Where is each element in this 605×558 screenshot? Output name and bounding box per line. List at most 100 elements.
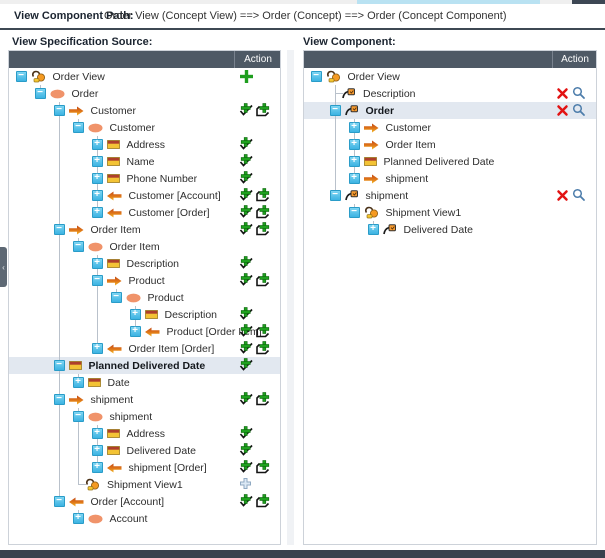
tree-row[interactable]: −Shipment View1 bbox=[304, 204, 596, 221]
tree-row[interactable]: +Order Item [Order] bbox=[9, 340, 280, 357]
expand-icon[interactable]: + bbox=[348, 122, 360, 133]
collapse-icon[interactable]: − bbox=[91, 275, 103, 286]
tree-row[interactable]: −Customer bbox=[9, 102, 280, 119]
collapse-icon[interactable]: − bbox=[348, 207, 360, 218]
map-add-icon[interactable] bbox=[239, 137, 253, 151]
expand-icon[interactable]: + bbox=[348, 173, 360, 184]
map-add-icon[interactable] bbox=[239, 426, 253, 440]
expand-icon[interactable]: + bbox=[91, 343, 103, 354]
map-add-all-icon[interactable] bbox=[256, 222, 270, 236]
tree-row[interactable]: −Product bbox=[9, 289, 280, 306]
collapse-icon[interactable]: − bbox=[310, 71, 322, 82]
map-add-icon[interactable] bbox=[239, 171, 253, 185]
collapse-icon[interactable]: − bbox=[329, 190, 341, 201]
tree-row[interactable]: −Product bbox=[9, 272, 280, 289]
expand-icon[interactable]: + bbox=[72, 377, 84, 388]
inspect-icon[interactable] bbox=[572, 188, 586, 202]
expand-icon[interactable]: + bbox=[91, 445, 103, 456]
add-view-icon[interactable] bbox=[239, 477, 252, 490]
collapse-icon[interactable]: − bbox=[53, 496, 65, 507]
tree-row[interactable]: −Customer bbox=[9, 119, 280, 136]
tree-row[interactable]: +Customer [Account] bbox=[9, 187, 280, 204]
delete-icon[interactable] bbox=[556, 189, 569, 202]
tree-row[interactable]: +Date bbox=[9, 374, 280, 391]
sidebar-collapse-handle[interactable]: ‹ bbox=[0, 247, 7, 287]
expand-icon[interactable]: + bbox=[91, 207, 103, 218]
map-add-all-icon[interactable] bbox=[256, 392, 270, 406]
map-add-icon[interactable] bbox=[239, 205, 253, 219]
collapse-icon[interactable]: − bbox=[329, 105, 341, 116]
expand-icon[interactable]: + bbox=[348, 139, 360, 150]
map-add-icon[interactable] bbox=[239, 324, 253, 338]
map-add-icon[interactable] bbox=[239, 443, 253, 457]
expand-icon[interactable]: + bbox=[91, 428, 103, 439]
expand-icon[interactable]: + bbox=[348, 156, 360, 167]
tree-row[interactable]: +Phone Number bbox=[9, 170, 280, 187]
expand-icon[interactable]: + bbox=[91, 156, 103, 167]
map-add-all-icon[interactable] bbox=[256, 460, 270, 474]
tree-row[interactable]: −Order Item bbox=[9, 238, 280, 255]
expand-icon[interactable]: + bbox=[129, 309, 141, 320]
map-add-icon[interactable] bbox=[239, 103, 253, 117]
tree-row[interactable]: −Order View bbox=[304, 68, 596, 85]
tree-row[interactable]: +Delivered Date bbox=[304, 221, 596, 238]
tree-row[interactable]: −shipment bbox=[9, 391, 280, 408]
delete-icon[interactable] bbox=[556, 87, 569, 100]
tree-row[interactable]: +Planned Delivered Date bbox=[304, 153, 596, 170]
tree-row[interactable]: +Description bbox=[9, 255, 280, 272]
tree-row[interactable]: +Order Item bbox=[304, 136, 596, 153]
expand-icon[interactable]: + bbox=[91, 173, 103, 184]
map-add-icon[interactable] bbox=[239, 307, 253, 321]
tree-row[interactable]: +Description bbox=[9, 306, 280, 323]
expand-icon[interactable]: + bbox=[367, 224, 379, 235]
map-add-icon[interactable] bbox=[239, 154, 253, 168]
map-add-icon[interactable] bbox=[239, 358, 253, 372]
tree-row[interactable]: +shipment bbox=[304, 170, 596, 187]
map-add-all-icon[interactable] bbox=[256, 205, 270, 219]
collapse-icon[interactable]: − bbox=[53, 224, 65, 235]
map-add-icon[interactable] bbox=[239, 256, 253, 270]
tree-row[interactable]: −shipment bbox=[304, 187, 596, 204]
map-add-icon[interactable] bbox=[239, 273, 253, 287]
map-add-all-icon[interactable] bbox=[256, 324, 270, 338]
collapse-icon[interactable]: − bbox=[53, 360, 65, 371]
tree-row[interactable]: +Customer [Order] bbox=[9, 204, 280, 221]
tree-row[interactable]: +Address bbox=[9, 425, 280, 442]
delete-icon[interactable] bbox=[556, 104, 569, 117]
tree-row[interactable]: −Order [Account] bbox=[9, 493, 280, 510]
expand-icon[interactable]: + bbox=[72, 513, 84, 524]
collapse-icon[interactable]: − bbox=[110, 292, 122, 303]
collapse-icon[interactable]: − bbox=[72, 411, 84, 422]
map-add-all-icon[interactable] bbox=[256, 188, 270, 202]
collapse-icon[interactable]: − bbox=[34, 88, 46, 99]
expand-icon[interactable]: + bbox=[129, 326, 141, 337]
map-add-all-icon[interactable] bbox=[256, 103, 270, 117]
tree-row[interactable]: −Order View bbox=[9, 68, 280, 85]
tree-row[interactable]: −Order Item bbox=[9, 221, 280, 238]
tree-row[interactable]: −shipment bbox=[9, 408, 280, 425]
tree-row[interactable]: −Order bbox=[9, 85, 280, 102]
collapse-icon[interactable]: − bbox=[15, 71, 27, 82]
expand-icon[interactable]: + bbox=[91, 258, 103, 269]
tree-row[interactable]: +Customer bbox=[304, 119, 596, 136]
tree-row[interactable]: −Planned Delivered Date bbox=[9, 357, 280, 374]
map-add-icon[interactable] bbox=[239, 222, 253, 236]
add-action-icon[interactable] bbox=[239, 69, 254, 84]
tree-row[interactable]: +shipment [Order] bbox=[9, 459, 280, 476]
map-add-icon[interactable] bbox=[239, 494, 253, 508]
map-add-icon[interactable] bbox=[239, 460, 253, 474]
map-add-icon[interactable] bbox=[239, 188, 253, 202]
map-add-icon[interactable] bbox=[239, 341, 253, 355]
expand-icon[interactable]: + bbox=[91, 462, 103, 473]
tree-row[interactable]: +Name bbox=[9, 153, 280, 170]
collapse-icon[interactable]: − bbox=[72, 241, 84, 252]
tree-row[interactable]: +Address bbox=[9, 136, 280, 153]
expand-icon[interactable]: + bbox=[91, 190, 103, 201]
map-add-all-icon[interactable] bbox=[256, 273, 270, 287]
tree-row[interactable]: Shipment View1 bbox=[9, 476, 280, 493]
collapse-icon[interactable]: − bbox=[72, 122, 84, 133]
tree-row[interactable]: +Delivered Date bbox=[9, 442, 280, 459]
tree-row[interactable]: +Product [Order Item] bbox=[9, 323, 280, 340]
map-add-icon[interactable] bbox=[239, 392, 253, 406]
expand-icon[interactable]: + bbox=[91, 139, 103, 150]
